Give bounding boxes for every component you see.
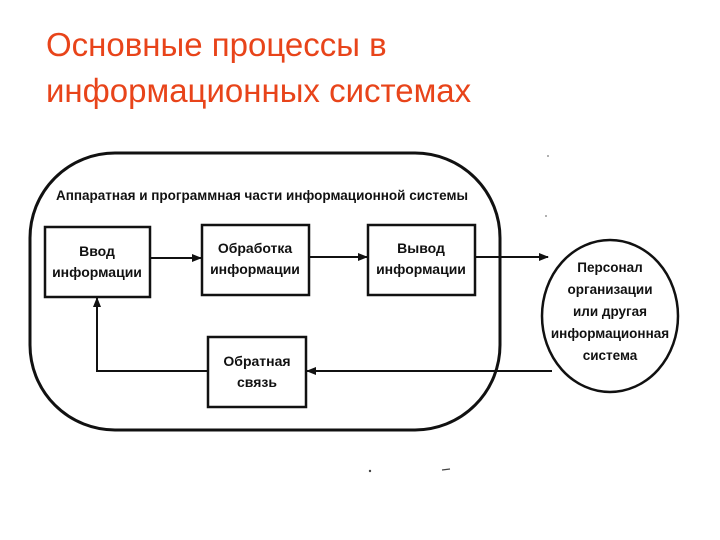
personnel-label-3: или другая — [573, 304, 647, 319]
scan-speck — [545, 215, 547, 217]
feedback-label-2: связь — [237, 374, 277, 390]
feedback-label-1: Обратная — [223, 353, 290, 369]
scan-speck — [547, 155, 549, 157]
system-label: Аппаратная и программная части информаци… — [56, 188, 468, 203]
output-box: Вывод информации — [366, 223, 477, 297]
personnel-ellipse: Персонал организации или другая информац… — [540, 238, 680, 394]
arrow-feedback-to-input — [93, 297, 208, 372]
feedback-box: Обратная связь — [206, 335, 308, 409]
personnel-label-4: информационная — [551, 326, 669, 341]
page-title-line-1: Основные процессы в — [46, 26, 387, 63]
input-label-2: информации — [52, 264, 142, 280]
processing-box: Обработка информации — [200, 223, 311, 297]
scan-speck — [368, 469, 372, 473]
input-box: Ввод информации — [43, 225, 152, 299]
page-title: Основные процессы в информационных систе… — [46, 22, 686, 114]
input-label-1: Ввод — [79, 243, 115, 259]
page-title-line-2: информационных системах — [46, 72, 472, 109]
scan-speck — [441, 468, 451, 471]
system-boundary — [28, 151, 502, 432]
personnel-label-2: организации — [567, 282, 652, 297]
personnel-label-5: система — [583, 348, 638, 363]
output-label-2: информации — [376, 261, 466, 277]
processing-label-1: Обработка — [218, 240, 293, 256]
personnel-label-1: Персонал — [577, 260, 642, 275]
output-label-1: Вывод — [397, 240, 445, 256]
processing-label-2: информации — [210, 261, 300, 277]
